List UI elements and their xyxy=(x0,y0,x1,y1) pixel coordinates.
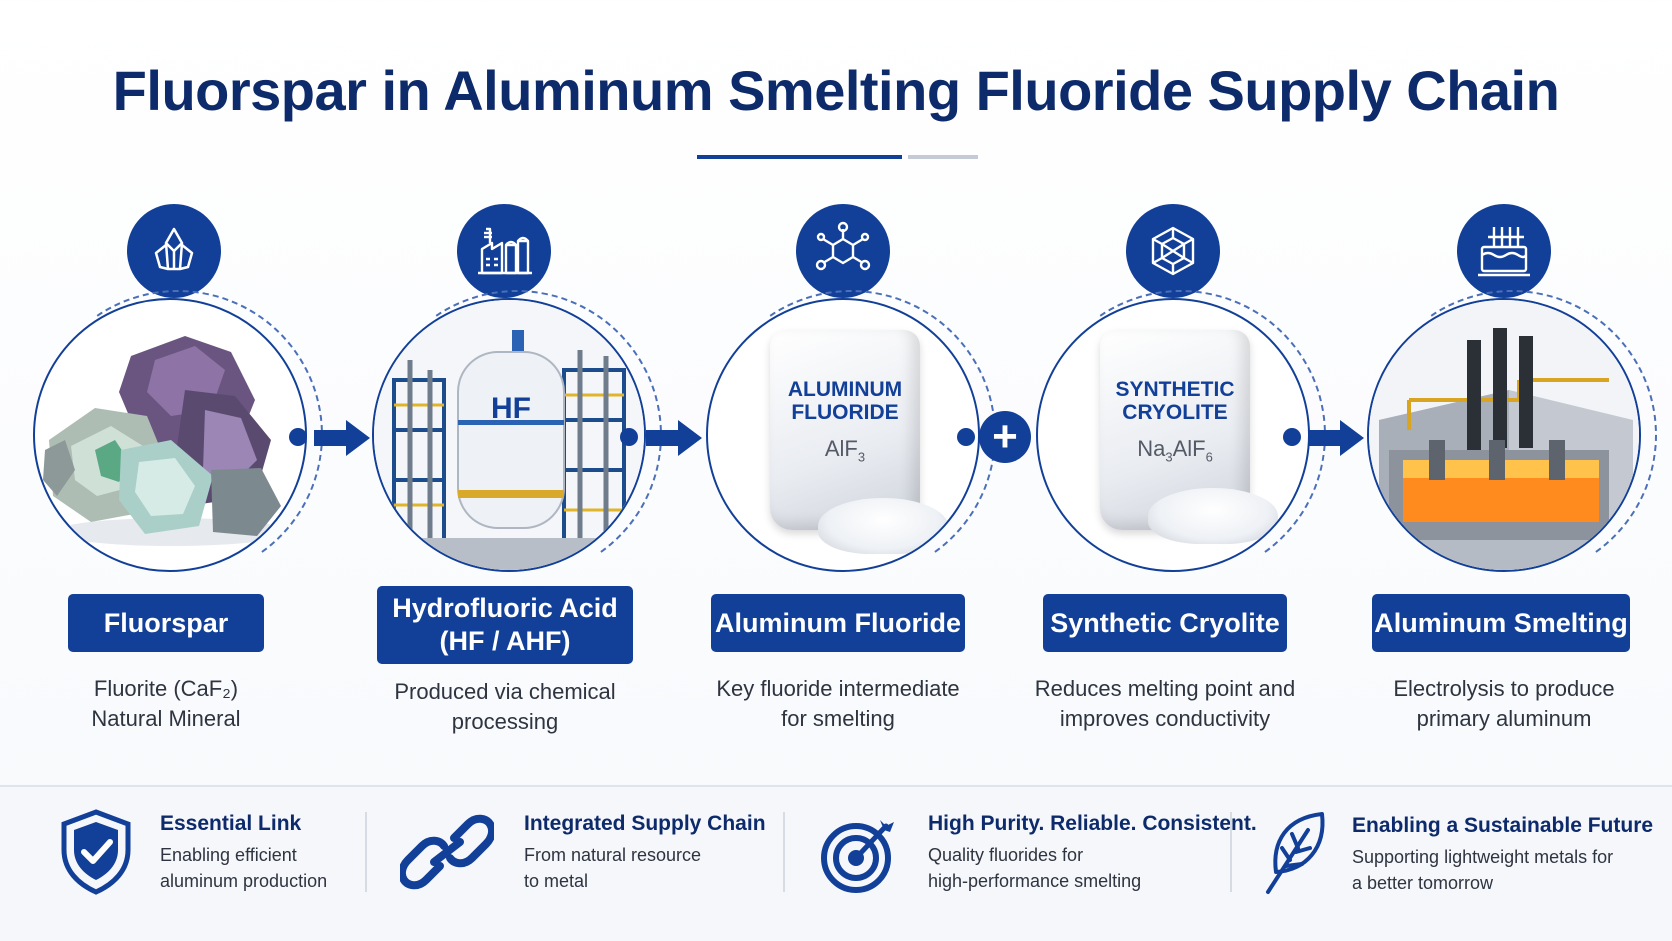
bag-text: FLUORIDE xyxy=(791,401,899,424)
formula-subscript: 3 xyxy=(857,449,866,465)
step-desc-synthetic-cryolite: Reduces melting point and improves condu… xyxy=(1015,674,1315,734)
formula-subscript: 3 xyxy=(1165,449,1173,465)
feature-title: Essential Link xyxy=(160,812,302,835)
synthetic-cryolite-bag-image: SYNTHETIC CRYOLITE Na3AlF6 xyxy=(1036,298,1310,572)
title-underline-accent xyxy=(908,155,978,159)
desc-line: improves conductivity xyxy=(1059,706,1271,731)
powder-pile xyxy=(818,498,948,554)
formula-text: AlF xyxy=(824,436,858,461)
step-label-fluorspar: Fluorspar xyxy=(68,594,264,652)
connector-dot xyxy=(620,428,638,446)
step-desc-hydrofluoric-acid: Produced via chemical processing xyxy=(355,677,655,737)
desc-line: processing xyxy=(451,709,559,734)
plus-icon: + xyxy=(979,411,1031,463)
connector-dot xyxy=(957,428,975,446)
label-line: (HF / AHF) xyxy=(439,626,571,656)
connector-dot xyxy=(289,428,307,446)
factory-icon xyxy=(457,204,551,298)
tank-label: HF xyxy=(491,392,531,425)
feature-text: Supporting lightweight metals for a bett… xyxy=(1352,844,1613,896)
bag-text: CRYOLITE xyxy=(1122,401,1228,424)
feature-text: From natural resource to metal xyxy=(524,842,701,894)
formula-text: AlF xyxy=(1172,436,1206,461)
arrow-right-icon xyxy=(314,420,370,456)
label-line: Hydrofluoric Acid xyxy=(392,593,618,623)
desc-line: Key fluoride intermediate xyxy=(716,676,960,701)
step-label-hydrofluoric-acid: Hydrofluoric Acid (HF / AHF) xyxy=(377,586,633,664)
fluorspar-image xyxy=(33,298,307,572)
feature-line: Quality fluorides for xyxy=(928,845,1084,865)
feature-title: Enabling a Sustainable Future xyxy=(1352,814,1654,837)
leaf-icon xyxy=(1266,812,1325,894)
bag-formula: AlF3 xyxy=(770,436,920,464)
feature-line: to metal xyxy=(524,871,589,891)
connector-dot xyxy=(1283,428,1301,446)
smelter-icon xyxy=(1457,204,1551,298)
bag-text: ALUMINUM xyxy=(787,378,903,401)
product-bag: ALUMINUM FLUORIDE AlF3 xyxy=(770,330,920,530)
crystal-lattice-icon xyxy=(1126,204,1220,298)
feature-line: high-performance smelting xyxy=(928,871,1142,891)
feature-line: From natural resource xyxy=(524,845,702,865)
chain-link-icon xyxy=(400,814,494,890)
crystal-icon xyxy=(127,204,221,298)
feature-title: Integrated Supply Chain xyxy=(524,812,766,835)
desc-line: for smelting xyxy=(781,706,895,731)
divider xyxy=(1230,812,1232,892)
bag-formula: Na3AlF6 xyxy=(1100,436,1250,464)
divider xyxy=(365,812,367,892)
desc-line: Natural Mineral xyxy=(91,706,241,731)
feature-line: a better tomorrow xyxy=(1352,873,1494,893)
desc-line: Reduces melting point and xyxy=(1034,676,1296,701)
step-label-aluminum-fluoride: Aluminum Fluoride xyxy=(711,594,965,652)
powder-pile xyxy=(1148,488,1278,544)
feature-line: Enabling efficient xyxy=(160,845,297,865)
formula-text: Na xyxy=(1137,436,1166,461)
feature-title: High Purity. Reliable. Consistent. xyxy=(928,812,1257,835)
smelter-image xyxy=(1367,298,1641,572)
feature-line: Supporting lightweight metals for xyxy=(1352,847,1614,867)
feature-text: Quality fluorides for high-performance s… xyxy=(928,842,1141,894)
hf-plant-image: HF xyxy=(372,298,646,572)
step-label-synthetic-cryolite: Synthetic Cryolite xyxy=(1043,594,1287,652)
formula-subscript: 6 xyxy=(1205,449,1213,465)
desc-line: primary aluminum xyxy=(1416,706,1592,731)
target-icon xyxy=(821,820,894,893)
step-desc-aluminum-smelting: Electrolysis to produce primary aluminum xyxy=(1354,674,1654,734)
arrow-right-icon xyxy=(646,420,702,456)
desc-line: Produced via chemical xyxy=(394,679,616,704)
divider xyxy=(783,812,785,892)
feature-text: Enabling efficient aluminum production xyxy=(160,842,327,894)
aluminum-fluoride-bag-image: ALUMINUM FLUORIDE AlF3 xyxy=(706,298,980,572)
arrow-right-icon xyxy=(1308,420,1364,456)
molecule-icon xyxy=(796,204,890,298)
bag-text: SYNTHETIC xyxy=(1115,378,1235,401)
step-desc-aluminum-fluoride: Key fluoride intermediate for smelting xyxy=(688,674,988,734)
page-title: Fluorspar in Aluminum Smelting Fluoride … xyxy=(112,59,1560,122)
step-desc-fluorspar: Fluorite (CaF₂) Natural Mineral xyxy=(16,674,316,734)
feature-line: aluminum production xyxy=(160,871,328,891)
step-label-aluminum-smelting: Aluminum Smelting xyxy=(1372,594,1630,652)
shield-check-icon xyxy=(61,809,131,895)
desc-line: Electrolysis to produce xyxy=(1393,676,1615,701)
title-underline xyxy=(697,155,902,159)
desc-line: Fluorite (CaF₂) xyxy=(93,676,239,701)
